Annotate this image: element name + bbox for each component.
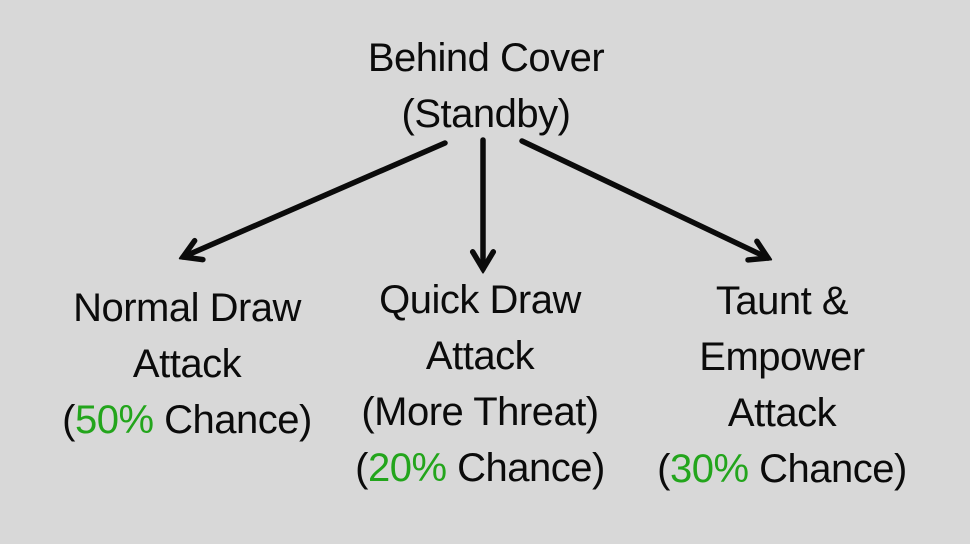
node-behind-cover: Behind Cover (Standby) [367,30,605,142]
chance-line: (20% Chance) [355,440,605,496]
node-line: Attack [727,391,837,435]
chance-rest: Chance) [748,447,907,491]
chance-value: 20% [367,446,447,490]
node-line: Taunt & [715,279,849,323]
arrow-to-taunt-empower [519,138,768,258]
arrow-to-normal-draw [183,140,448,257]
node-line: Attack [132,342,242,386]
node-taunt-empower-attack: Taunt & Empower Attack (30% Chance) [657,273,907,497]
chance-rest: Chance) [446,446,605,490]
node-line: (More Threat) [361,390,599,434]
node-line: (Standby) [401,92,571,136]
chance-value: 30% [669,447,749,491]
chance-open-paren: ( [62,398,75,442]
chance-value: 50% [74,398,154,442]
node-quick-draw-attack: Quick Draw Attack (More Threat) (20% Cha… [355,272,605,496]
node-line: Attack [425,334,535,378]
node-line: Behind Cover [367,36,605,80]
node-line: Empower [699,335,865,379]
chance-open-paren: ( [657,447,670,491]
chance-open-paren: ( [355,446,368,490]
node-normal-draw-attack: Normal Draw Attack (50% Chance) [62,280,312,448]
chance-rest: Chance) [153,398,312,442]
node-line: Normal Draw [73,286,301,330]
chance-line: (30% Chance) [657,441,907,497]
chance-line: (50% Chance) [62,392,312,448]
node-line: Quick Draw [379,278,581,322]
